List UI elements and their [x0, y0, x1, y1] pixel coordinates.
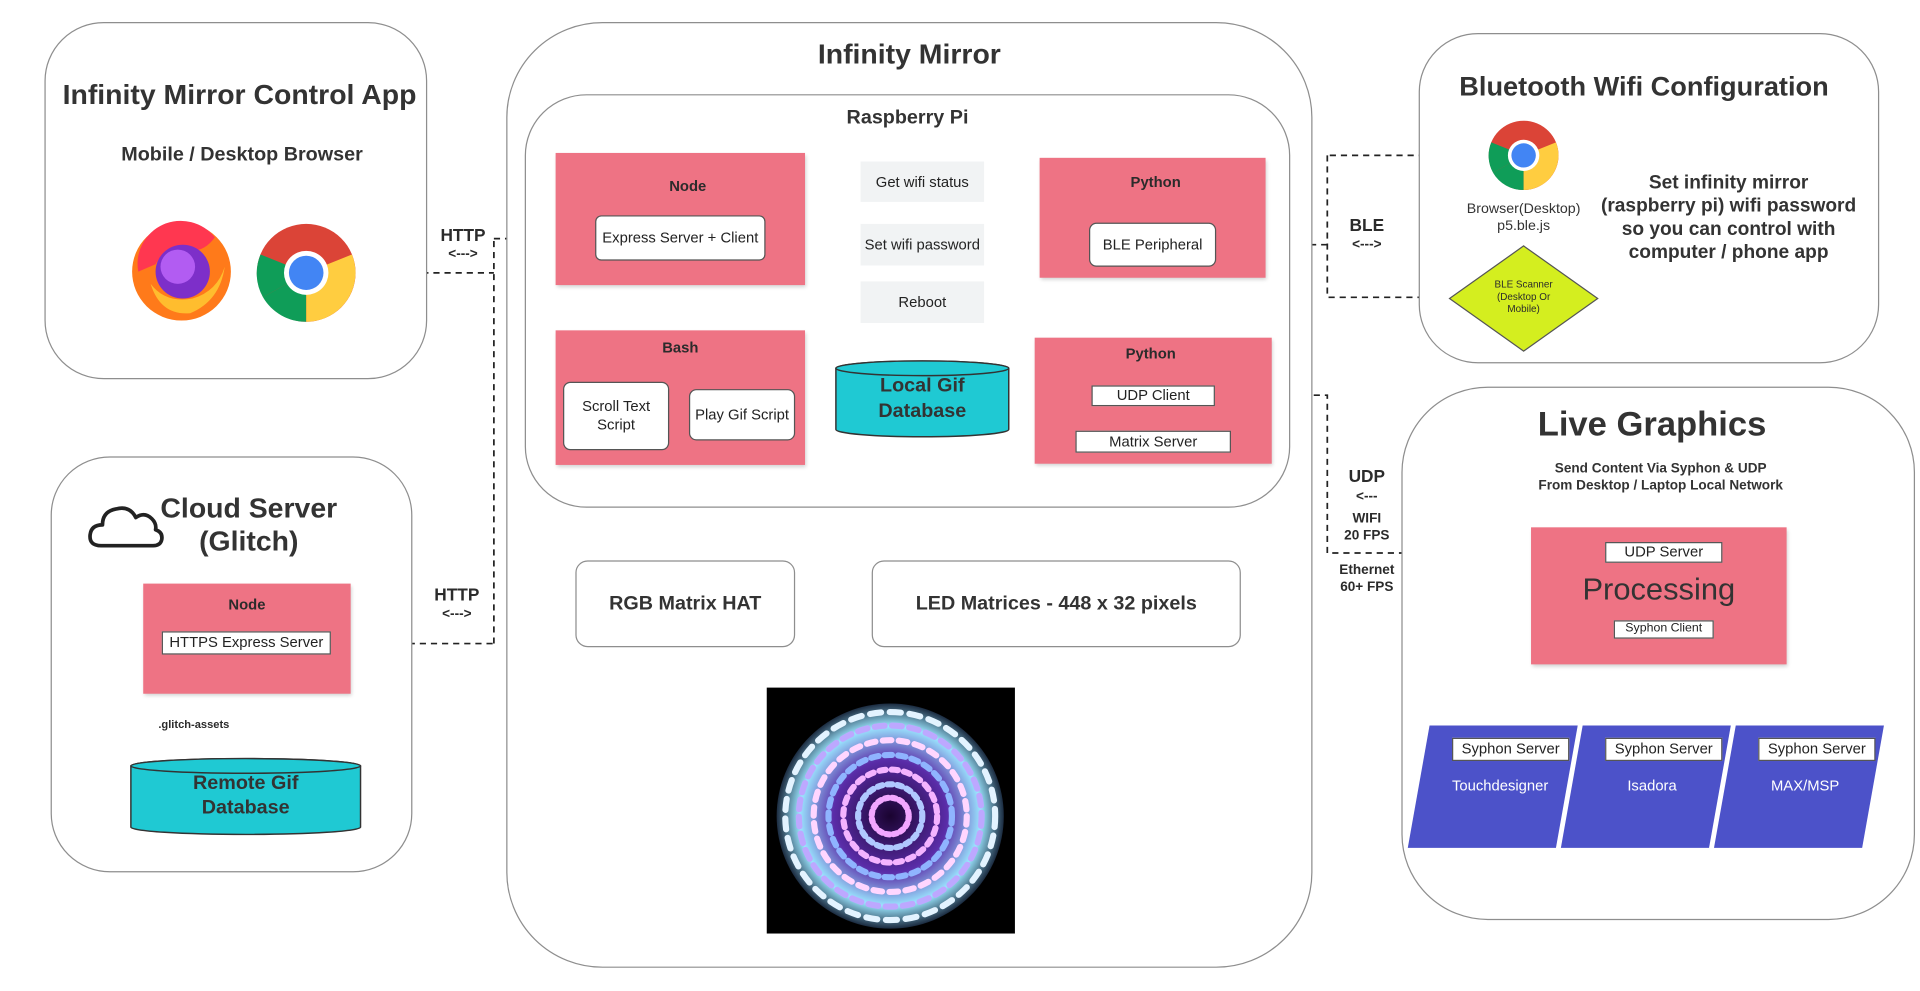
http-top-label: HTTP [440, 225, 486, 245]
bluetooth-desc-line4: computer / phone app [1628, 242, 1829, 264]
syphon-server-maxmsp: Syphon Server [1758, 737, 1876, 762]
control-app-subtitle: Mobile / Desktop Browser [121, 144, 363, 166]
rgb-matrix-hat: RGB Matrix HAT [575, 560, 796, 648]
live-sub-line2: From Desktop / Laptop Local Network [1538, 478, 1783, 494]
live-graphics-title: Live Graphics [1537, 404, 1767, 443]
udp-arrow: <--- [1356, 489, 1378, 505]
bluetooth-config-title: Bluetooth Wifi Configuration [1459, 70, 1829, 102]
cloud-title-line1: Cloud Server [160, 491, 338, 524]
remote-db-line2: Database [201, 797, 290, 819]
infinity-mirror-title: Infinity Mirror [817, 37, 1001, 70]
led-matrices: LED Matrices - 448 x 32 pixels [871, 560, 1241, 648]
control-app-title: Infinity Mirror Control App [62, 78, 417, 111]
browser-line2: p5.ble.js [1497, 219, 1551, 234]
https-express-server: HTTPS Express Server [161, 631, 331, 655]
scanner-line2: (Desktop Or [1496, 291, 1551, 303]
cloud-icon [88, 506, 164, 548]
ethernet-line1: Ethernet [1339, 562, 1395, 578]
http-bottom-label: HTTP [434, 584, 480, 605]
remote-gif-database-shape [130, 757, 362, 836]
scanner-line3: Mobile) [1507, 303, 1540, 315]
local-gif-database-shape [835, 360, 1010, 438]
isadora-label: Isadora [1627, 776, 1677, 795]
bash-label: Bash [662, 338, 699, 357]
matrix-server: Matrix Server [1075, 430, 1231, 453]
local-db-line1: Local Gif [880, 375, 965, 397]
ble-label: BLE [1349, 215, 1385, 235]
live-sub-line1: Send Content Via Syphon & UDP [1554, 461, 1767, 476]
raspberry-pi-title: Raspberry Pi [846, 107, 969, 129]
syphon-client: Syphon Client [1613, 620, 1714, 639]
local-db-line2: Database [878, 401, 967, 423]
scroll-line1: Scroll Text [582, 397, 651, 415]
scroll-text-script: Scroll Text Script [563, 381, 670, 451]
syphon-server-touchdesigner: Syphon Server [1452, 737, 1570, 762]
spiral-pattern [776, 703, 1004, 929]
express-server-client: Express Server + Client [595, 215, 766, 261]
pi-node-label: Node [669, 177, 707, 195]
wifi-line2: 20 FPS [1344, 528, 1390, 544]
bluetooth-desc-line3: so you can control with [1621, 219, 1836, 240]
cloud-node-label: Node [228, 595, 266, 613]
maxmsp-label: MAX/MSP [1770, 776, 1840, 795]
python-ble-label: Python [1130, 173, 1181, 191]
remote-db-line1: Remote Gif [193, 773, 299, 795]
chrome-browser-icon [1488, 120, 1559, 191]
glitch-assets-label: .glitch-assets [158, 718, 230, 731]
cloud-title-line2: (Glitch) [199, 524, 299, 557]
ble-peripheral: BLE Peripheral [1089, 222, 1217, 267]
bluetooth-desc-line1: Set infinity mirror [1648, 172, 1809, 194]
led-output-image [766, 687, 1015, 934]
python-udp-label: Python [1125, 345, 1176, 363]
ble-scanner-diamond [1448, 245, 1599, 352]
processing-label: Processing [1582, 572, 1736, 607]
http-top-arrow: <---> [448, 247, 478, 262]
get-wifi-status: Get wifi status [860, 161, 985, 202]
reboot: Reboot [860, 281, 985, 324]
bluetooth-desc-line2: (raspberry pi) wifi password [1600, 195, 1857, 217]
ble-arrow: <---> [1352, 237, 1382, 253]
chrome-icon [256, 223, 356, 322]
scroll-line2: Script [597, 415, 636, 434]
udp-server: UDP Server [1605, 542, 1723, 563]
udp-client: UDP Client [1091, 385, 1215, 407]
firefox-icon [132, 220, 231, 321]
control-app-panel [44, 22, 428, 380]
play-gif-script: Play Gif Script [688, 389, 796, 441]
udp-label: UDP [1348, 466, 1386, 486]
http-bottom-arrow: <---> [442, 606, 472, 622]
set-wifi-password: Set wifi password [860, 223, 985, 266]
browser-line1: Browser(Desktop) [1466, 201, 1581, 217]
syphon-server-isadora: Syphon Server [1605, 737, 1723, 762]
scanner-line1: BLE Scanner [1494, 278, 1553, 290]
wifi-line1: WIFI [1352, 511, 1382, 527]
ethernet-line2: 60+ FPS [1340, 579, 1394, 595]
touchdesigner-label: Touchdesigner [1451, 776, 1549, 795]
